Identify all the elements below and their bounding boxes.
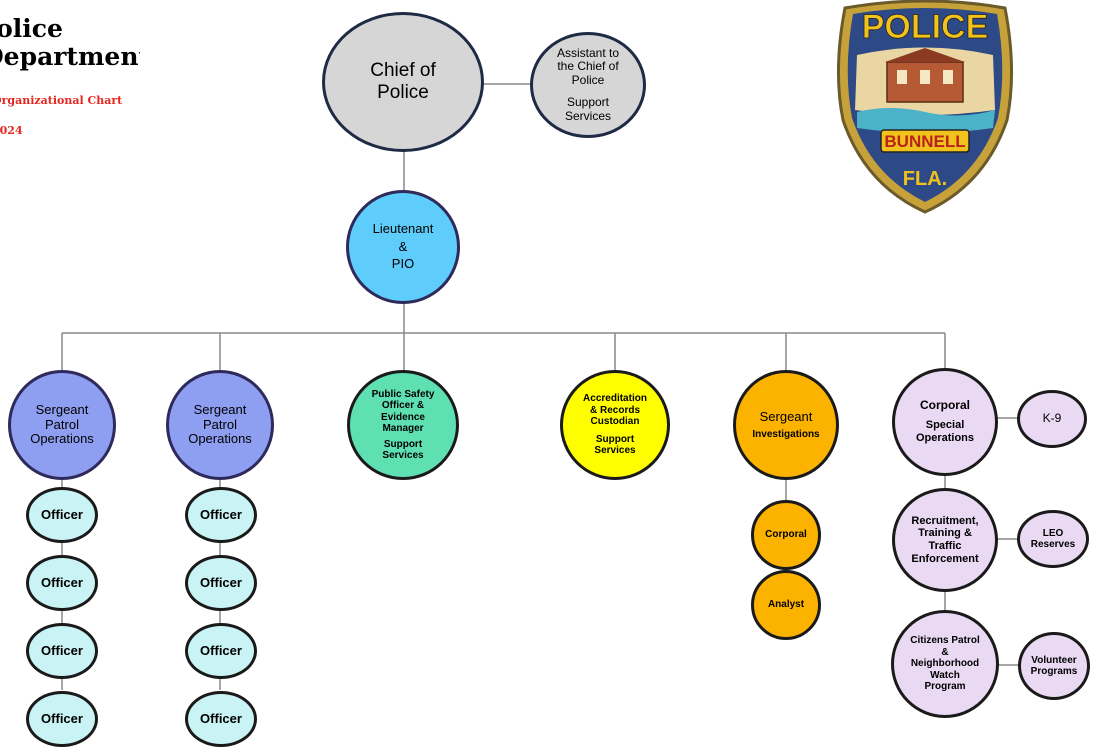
- assistant-line-1: Assistant to: [556, 45, 620, 60]
- title-block: Police Department Organizational Chart 2…: [0, 0, 140, 140]
- officer-node: Officer: [26, 487, 98, 543]
- badge-top-text: POLICE: [862, 8, 989, 46]
- patrol2-line-3: Operations: [188, 431, 252, 447]
- recruit-line-1: Recruitment,: [911, 514, 979, 527]
- psafety-line-3: Evidence: [381, 411, 425, 423]
- inv-corporal-label: Corporal: [765, 529, 807, 541]
- officer-node: Officer: [26, 555, 98, 611]
- chief-of-police-node: Chief of Police: [322, 12, 484, 152]
- psafety-line-4: Manager: [382, 423, 424, 434]
- citizens-line-5: Program: [924, 681, 966, 693]
- corporal-special-operations-node: Corporal Special Operations: [892, 368, 998, 476]
- citizens-line-1: Citizens Patrol: [910, 635, 980, 647]
- sergeant-investigations-node: Sergeant Investigations: [733, 370, 839, 480]
- officer-label: Officer: [200, 506, 242, 522]
- citizens-line-3: Neighborhood: [910, 658, 980, 670]
- investigations-corporal-node: Corporal: [751, 500, 821, 570]
- officer-label: Officer: [200, 710, 242, 726]
- citizens-patrol-node: Citizens Patrol & Neighborhood Watch Pro…: [891, 610, 999, 718]
- officer-node: Officer: [185, 555, 257, 611]
- badge-state-text: FLA.: [903, 168, 947, 190]
- department-name-line2: Department: [0, 42, 140, 71]
- officer-label: Officer: [41, 506, 83, 522]
- citizens-line-4: Watch: [930, 669, 960, 681]
- officer-node: Officer: [185, 623, 257, 679]
- chart-year: 2024: [0, 124, 23, 137]
- leo-line-2: Reserves: [1030, 539, 1076, 550]
- recruitment-training-node: Recruitment, Training & Traffic Enforcem…: [892, 488, 998, 592]
- psafety-sub-2: Services: [382, 450, 424, 461]
- lieutenant-line-1: Lieutenant: [372, 220, 434, 236]
- patrol1-line-1: Sergeant: [35, 401, 89, 417]
- public-safety-officer-node: Public Safety Officer & Evidence Manager…: [347, 370, 459, 480]
- lieutenant-pio-node: Lieutenant & PIO: [346, 190, 460, 304]
- accred-line-1: Accreditation: [583, 393, 647, 405]
- psafety-line-2: Officer &: [381, 400, 425, 411]
- patrol2-line-1: Sergeant: [193, 401, 247, 417]
- officer-node: Officer: [26, 623, 98, 679]
- patrol1-line-2: Patrol: [45, 416, 79, 432]
- investigations-title: Sergeant: [759, 408, 813, 424]
- police-badge-patch: BUNNELL POLICE FLA.: [836, 0, 1014, 214]
- officer-label: Officer: [41, 574, 83, 590]
- chart-label: Organizational Chart: [0, 94, 123, 107]
- chief-line-1: Chief of: [370, 60, 436, 82]
- volunteer-programs-node: Volunteer Programs: [1018, 632, 1090, 700]
- accred-line-3: Custodian: [590, 416, 640, 428]
- officer-node: Officer: [26, 691, 98, 747]
- badge-city-text: BUNNELL: [884, 132, 965, 151]
- recruit-line-4: Enforcement: [911, 552, 979, 565]
- special-sub-2: Operations: [915, 431, 975, 444]
- assistant-sub-2: Services: [564, 108, 611, 123]
- special-sub-1: Special: [925, 419, 965, 432]
- officer-node: Officer: [185, 487, 257, 543]
- officer-label: Officer: [41, 710, 83, 726]
- leo-reserves-node: LEO Reserves: [1017, 510, 1089, 568]
- investigations-sub: Investigations: [752, 428, 820, 440]
- k9-node: K-9: [1017, 390, 1087, 448]
- patrol2-line-2: Patrol: [203, 416, 237, 432]
- sergeant-patrol-1-node: Sergeant Patrol Operations: [8, 370, 116, 480]
- leo-line-1: LEO: [1042, 527, 1064, 539]
- volunteer-line-2: Programs: [1030, 666, 1078, 677]
- accred-sub-2: Services: [594, 445, 636, 457]
- assistant-sub-1: Support: [566, 94, 610, 109]
- assistant-to-chief-node: Assistant to the Chief of Police Support…: [530, 32, 646, 138]
- inv-analyst-label: Analyst: [767, 599, 805, 611]
- chief-line-2: Police: [377, 82, 429, 103]
- assistant-line-2: the Chief of: [557, 59, 619, 74]
- investigations-analyst-node: Analyst: [751, 570, 821, 640]
- officer-label: Officer: [41, 642, 83, 658]
- officer-label: Officer: [200, 642, 242, 658]
- psafety-sub-1: Support: [383, 438, 423, 450]
- psafety-line-1: Public Safety: [371, 388, 435, 400]
- lieutenant-line-2: &: [398, 238, 408, 254]
- special-title: Corporal: [919, 398, 970, 413]
- assistant-line-3: Police: [571, 73, 605, 88]
- recruit-line-3: Traffic: [928, 540, 962, 552]
- accreditation-records-node: Accreditation & Records Custodian Suppor…: [560, 370, 670, 480]
- volunteer-line-1: Volunteer: [1031, 654, 1077, 666]
- accred-sub-1: Support: [595, 433, 635, 445]
- accred-line-2: & Records: [589, 404, 640, 416]
- lieutenant-line-3: PIO: [391, 256, 415, 272]
- recruit-line-2: Training &: [918, 527, 972, 540]
- officer-node: Officer: [185, 691, 257, 747]
- sergeant-patrol-2-node: Sergeant Patrol Operations: [166, 370, 274, 480]
- department-name-line1: Police: [0, 14, 63, 43]
- officer-label: Officer: [200, 574, 242, 590]
- k9-label: K-9: [1042, 411, 1062, 426]
- citizens-line-2: &: [941, 646, 949, 658]
- patrol1-line-3: Operations: [30, 431, 94, 447]
